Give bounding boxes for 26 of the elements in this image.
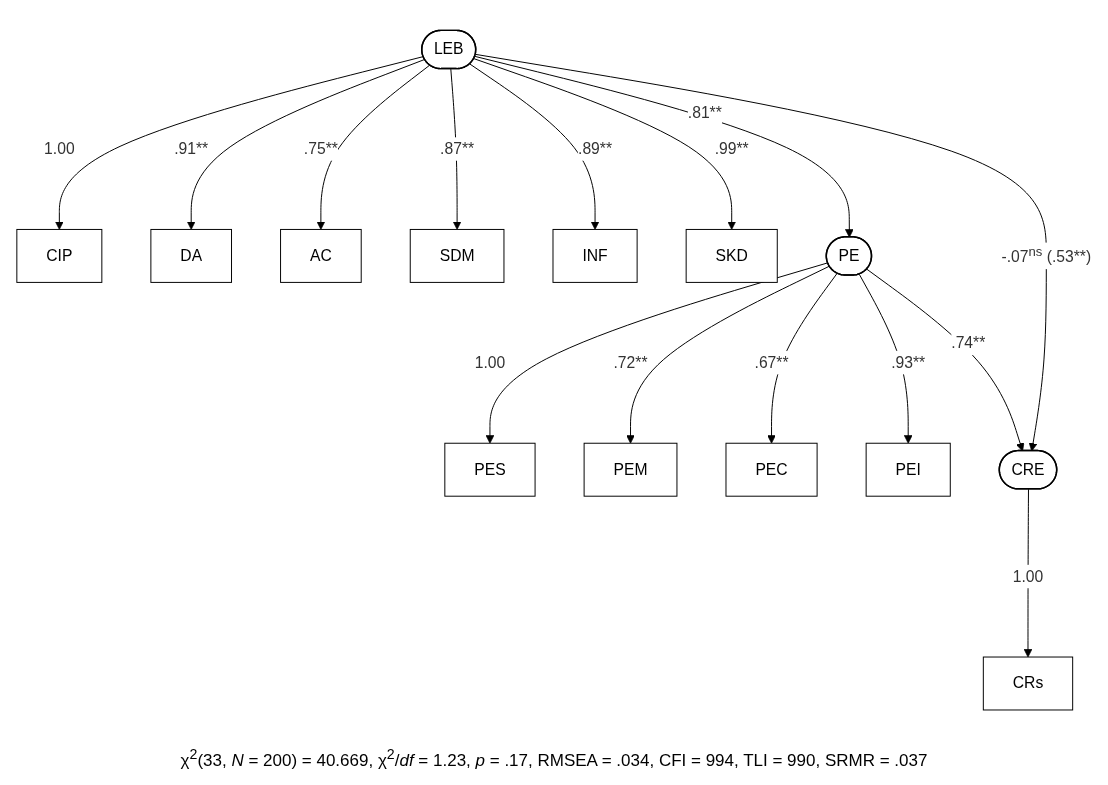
edge-label: .67** xyxy=(754,353,789,371)
edge-label: 1.00 xyxy=(474,353,506,371)
edge-label: .87** xyxy=(440,140,475,157)
node-box: INF xyxy=(552,228,638,283)
edge-label: .99** xyxy=(714,140,749,157)
node-box: SKD xyxy=(685,228,778,283)
edge-label: .89** xyxy=(578,140,613,157)
edge-label: 1.00 xyxy=(44,140,75,157)
edge-label: .74** xyxy=(951,334,986,352)
node-box: CIP xyxy=(16,228,103,283)
node-box: CRs xyxy=(982,656,1074,711)
node-box: PEM xyxy=(583,442,678,497)
edge-label: -.07$^{ns}$ (.53**) xyxy=(1001,244,1092,266)
edge-label: .91** xyxy=(174,140,209,157)
edge-label: 1.00 xyxy=(1012,567,1044,585)
edge-label: .93** xyxy=(891,353,926,371)
edge-label: .81** xyxy=(687,104,722,122)
node-box: PEI xyxy=(865,442,951,497)
node-box: PEC xyxy=(725,442,818,497)
edge-label: .75** xyxy=(303,140,338,157)
caption: χ$^{2}$(33, N = 200) = 40.669, χ$^{2}$/df = 1.23, p = .17, RMSEA = .034, CFI = 994, TLI = 990, SRMR = .037 xyxy=(179,745,929,772)
node-box: AC xyxy=(280,228,362,283)
edge-label: .72** xyxy=(613,353,648,371)
node-box: PES xyxy=(444,442,536,497)
node-box: DA xyxy=(150,228,232,283)
node-box: SDM xyxy=(409,228,505,283)
